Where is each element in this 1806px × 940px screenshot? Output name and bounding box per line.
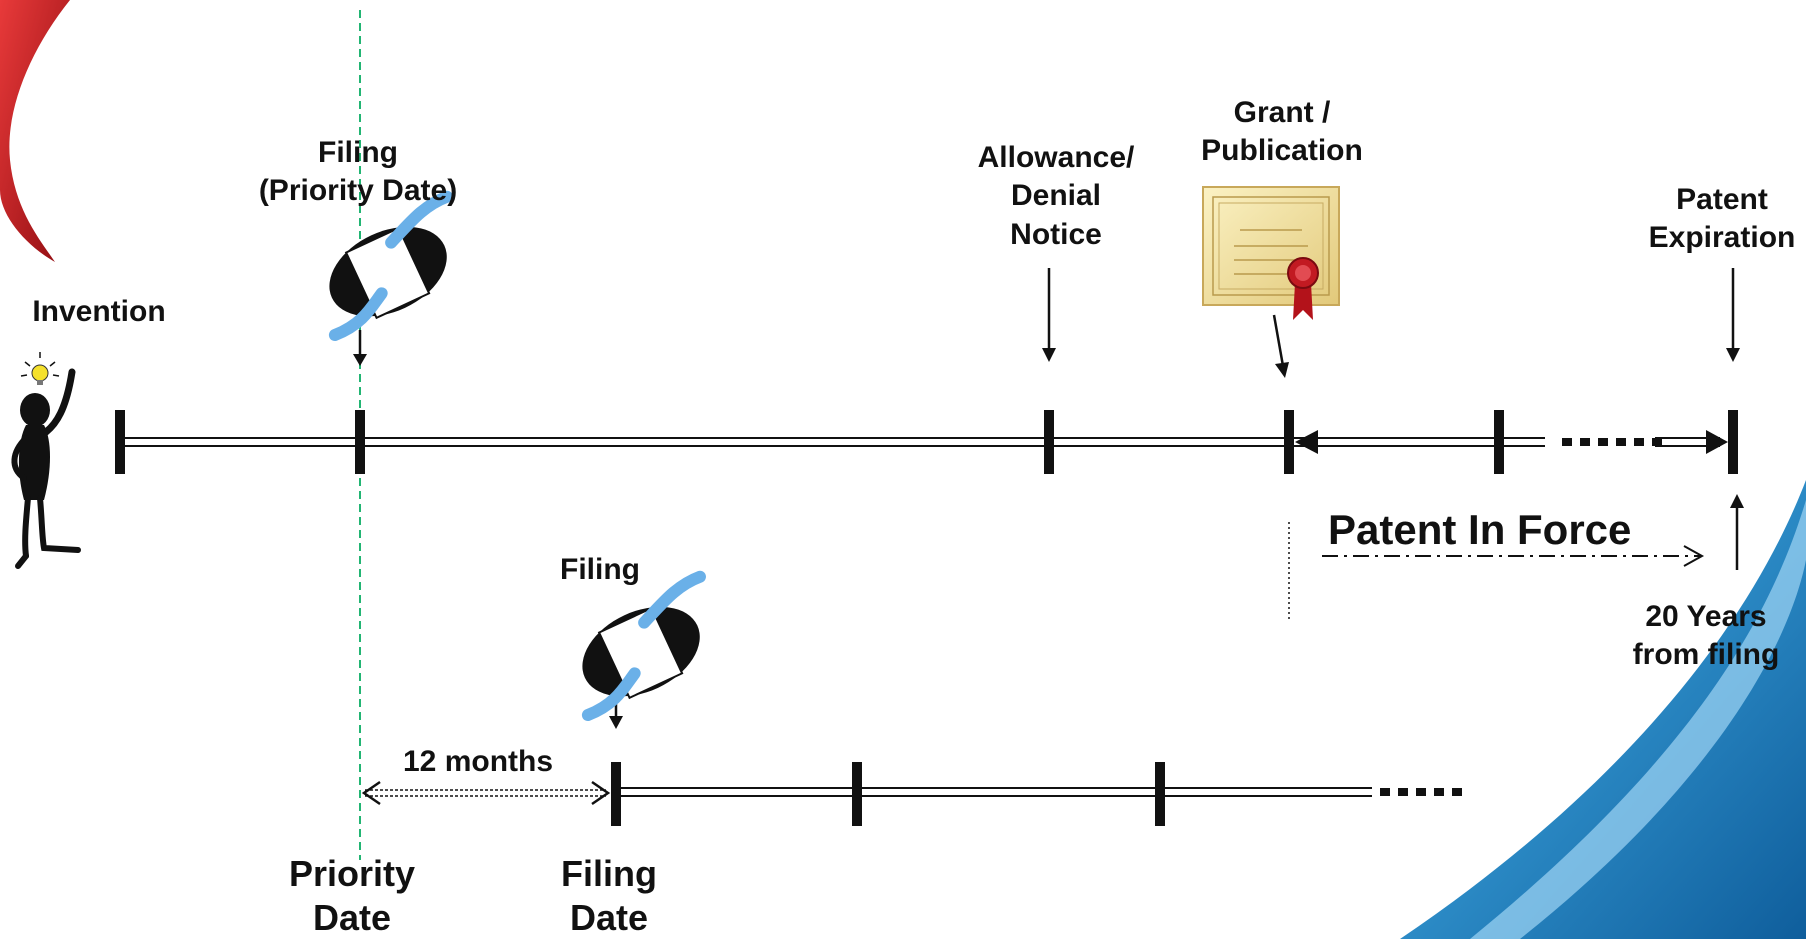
label-allowance-notice: Allowance/ Denial Notice: [977, 141, 1135, 251]
label-invention: Invention: [32, 295, 166, 328]
arrowhead-right: [1706, 430, 1728, 454]
label-grant-publication: Grant / Publication: [1201, 96, 1363, 168]
tick-filing-date: [611, 762, 621, 826]
label-twelve-months: 12 months: [402, 745, 554, 778]
tick-filing: [355, 410, 365, 474]
timeline-dots: [1562, 438, 1662, 446]
tick-mid-term: [1494, 410, 1504, 474]
arrowhead-left: [1295, 430, 1318, 454]
blue-corner-swoosh: [1400, 480, 1806, 939]
label-patent-expiration: Patent Expiration: [1648, 183, 1796, 255]
person-with-lightbulb-icon: [11, 352, 81, 569]
second-filing-timeline: [609, 700, 1462, 826]
tick-invention: [115, 410, 125, 474]
label-patent-in-force: Patent In Force: [1328, 506, 1632, 553]
in-force-arrowhead: [1683, 545, 1705, 567]
tick-grant: [1284, 410, 1294, 474]
label-filing-priority: Filing (Priority Date): [258, 136, 458, 208]
tick-allowance: [1044, 410, 1054, 474]
document-handoff-icon: [328, 190, 453, 342]
tick-bottom-3: [1155, 762, 1165, 826]
tick-expiration: [1728, 410, 1738, 474]
tick-bottom-2: [852, 762, 862, 826]
pointer-arrows: [353, 268, 1744, 570]
red-corner-swoosh: [0, 0, 70, 262]
document-handoff-icon: [581, 570, 706, 722]
label-twenty-years: 20 Years from filing: [1632, 600, 1780, 672]
label-filing-second: Filing: [560, 553, 640, 586]
main-timeline: [115, 410, 1738, 474]
twelve-month-span-arrow: [361, 780, 611, 806]
label-filing-date: Filing Date: [561, 853, 657, 938]
label-priority-date: Priority Date: [288, 853, 416, 938]
certificate-with-ribbon-icon: [1202, 186, 1340, 320]
timeline-dots-bottom: [1380, 788, 1462, 796]
